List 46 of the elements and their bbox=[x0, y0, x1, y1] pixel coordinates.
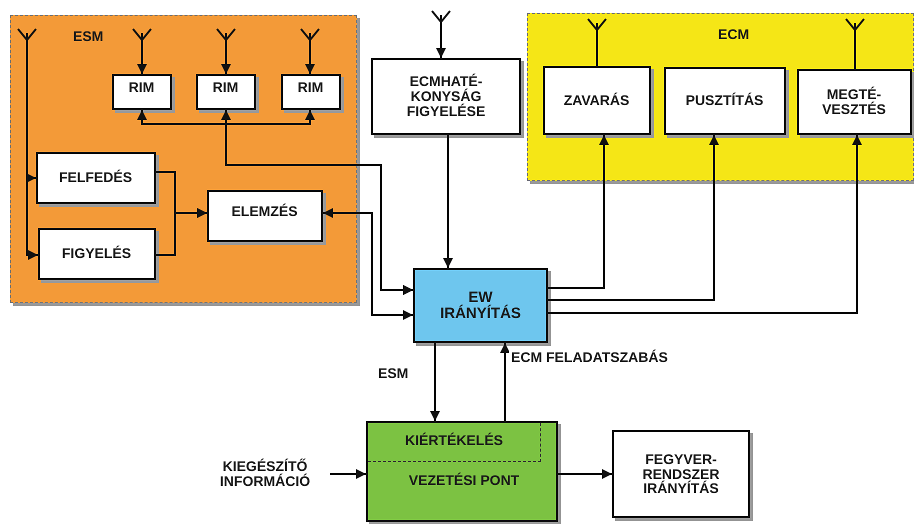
node-label: KIEGÉSZÍTŐ INFORMÁCIÓ bbox=[218, 459, 312, 489]
arrow bbox=[443, 135, 453, 268]
edge-label: ECM FELADATSZABÁS bbox=[509, 350, 670, 366]
arrow bbox=[436, 34, 446, 58]
node-label: RIM bbox=[128, 80, 154, 94]
antenna-icon bbox=[429, 10, 453, 34]
node-label: RIM bbox=[298, 80, 324, 94]
process-box bbox=[413, 268, 548, 343]
antenna-icon bbox=[584, 18, 608, 40]
arrow bbox=[330, 469, 366, 479]
group-panel bbox=[527, 13, 914, 181]
arrow bbox=[305, 52, 315, 74]
edge-label: ESM bbox=[376, 366, 410, 382]
arrow bbox=[558, 469, 612, 479]
node-label: FEGYVER- RENDSZER IRÁNYÍTÁS bbox=[641, 452, 720, 496]
group-title: ECM bbox=[718, 26, 750, 42]
antenna-icon bbox=[298, 28, 322, 52]
arrow bbox=[323, 208, 413, 320]
process-box bbox=[366, 421, 558, 522]
node-label: ZAVARÁS bbox=[564, 92, 630, 108]
antenna-icon bbox=[842, 18, 866, 40]
arrow bbox=[137, 52, 147, 74]
antenna-icon bbox=[130, 28, 154, 52]
node-label: FELFEDÉS bbox=[58, 170, 132, 185]
arrow bbox=[548, 135, 719, 301]
arrow bbox=[221, 52, 231, 74]
node-label: MEGTÉ- VESZTÉS bbox=[821, 86, 887, 116]
arrow bbox=[430, 343, 440, 421]
group-title: ESM bbox=[73, 28, 104, 44]
arrow bbox=[500, 343, 510, 421]
node-label: ELEMZÉS bbox=[231, 204, 298, 218]
group-panel bbox=[10, 15, 357, 303]
node-label: ECMHATÉ- KONYSÁG FIGYELÉSE bbox=[406, 74, 486, 119]
antenna-icon bbox=[14, 28, 38, 52]
node-label: FIGYELÉS bbox=[62, 246, 132, 261]
node-label: KIÉRTÉKELÉS bbox=[404, 433, 504, 448]
node-label: VEZETÉSI PONT bbox=[408, 471, 520, 490]
arrow bbox=[548, 135, 609, 289]
antenna-icon bbox=[214, 28, 238, 52]
process-box bbox=[371, 58, 521, 135]
arrow bbox=[156, 208, 207, 256]
process-box bbox=[612, 430, 750, 518]
node-label: PUSZTÍTÁS bbox=[686, 93, 764, 108]
node-label: RIM bbox=[212, 80, 238, 94]
node-label: EW IRÁNYÍTÁS bbox=[439, 290, 522, 322]
arrow bbox=[548, 135, 862, 314]
